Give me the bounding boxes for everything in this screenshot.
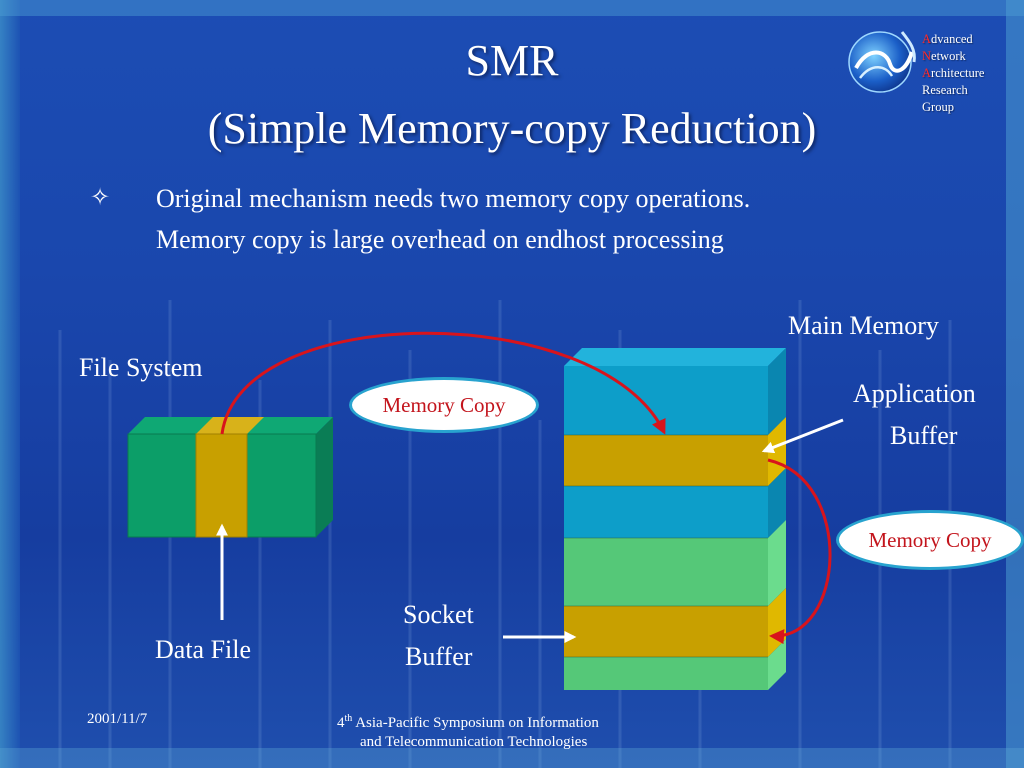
logo-text-line: Group <box>922 100 954 114</box>
main-memory-stack <box>564 348 786 690</box>
bullet-text-line-2: Memory copy is large overhead on endhost… <box>156 225 724 254</box>
slide-subtitle: (Simple Memory-copy Reduction) <box>207 104 817 153</box>
footer-conference-line-1: 4th Asia-Pacific Symposium on Informatio… <box>337 709 599 733</box>
application-buffer-pointer-arrow <box>761 418 844 454</box>
memory-copy-arrow-1 <box>220 331 666 435</box>
memory-copy-bubble-1: Memory Copy <box>349 377 539 433</box>
memory-segment-green <box>564 538 768 606</box>
logo-initial: N <box>922 49 932 63</box>
memory-copy-label: Memory Copy <box>382 392 506 417</box>
logo-emblem-icon <box>848 31 916 93</box>
memory-segment-cyan <box>564 486 768 538</box>
application-buffer-label-line-2: Buffer <box>890 421 958 450</box>
memory-segment-green <box>564 657 768 690</box>
logo-text-line: etwork <box>931 49 966 63</box>
file-system-label: File System <box>79 353 203 382</box>
data-file-label: Data File <box>155 635 252 664</box>
memory-copy-bubble-2: Memory Copy <box>836 510 1024 570</box>
footer-date: 2001/11/7 <box>87 711 148 727</box>
conference-ordinal: 4 <box>337 715 345 731</box>
logo-initial: A <box>922 66 932 80</box>
socket-buffer-segment <box>564 606 768 657</box>
socket-buffer-label-line-1: Socket <box>403 600 474 629</box>
application-buffer-label-line-1: Application <box>853 379 976 408</box>
logo-text-line: dvanced <box>931 32 973 46</box>
main-memory-label: Main Memory <box>788 311 939 340</box>
memory-copy-arrow-2 <box>767 458 832 645</box>
conference-ordinal-suffix: th <box>344 713 353 724</box>
application-buffer-segment <box>564 435 768 486</box>
memory-copy-label: Memory Copy <box>868 527 992 552</box>
slide-title: SMR <box>465 36 559 85</box>
memory-segment-cyan <box>564 366 768 435</box>
conference-name: Asia-Pacific Symposium on Information <box>352 715 599 731</box>
logo-organization-name: Advanced Network Architecture Research G… <box>922 31 984 116</box>
socket-buffer-label-line-2: Buffer <box>405 642 473 671</box>
footer-conference-line-2: and Telecommunication Technologies <box>360 734 588 750</box>
logo-initial: A <box>922 32 932 46</box>
data-file-block <box>195 417 264 538</box>
logo-text-line: Research <box>922 83 968 97</box>
logo-text-line: rchitecture <box>931 66 985 80</box>
four-pointed-star-outline-icon: ✧ <box>90 183 111 211</box>
bullet-text-line-1: Original mechanism needs two memory copy… <box>156 184 751 213</box>
